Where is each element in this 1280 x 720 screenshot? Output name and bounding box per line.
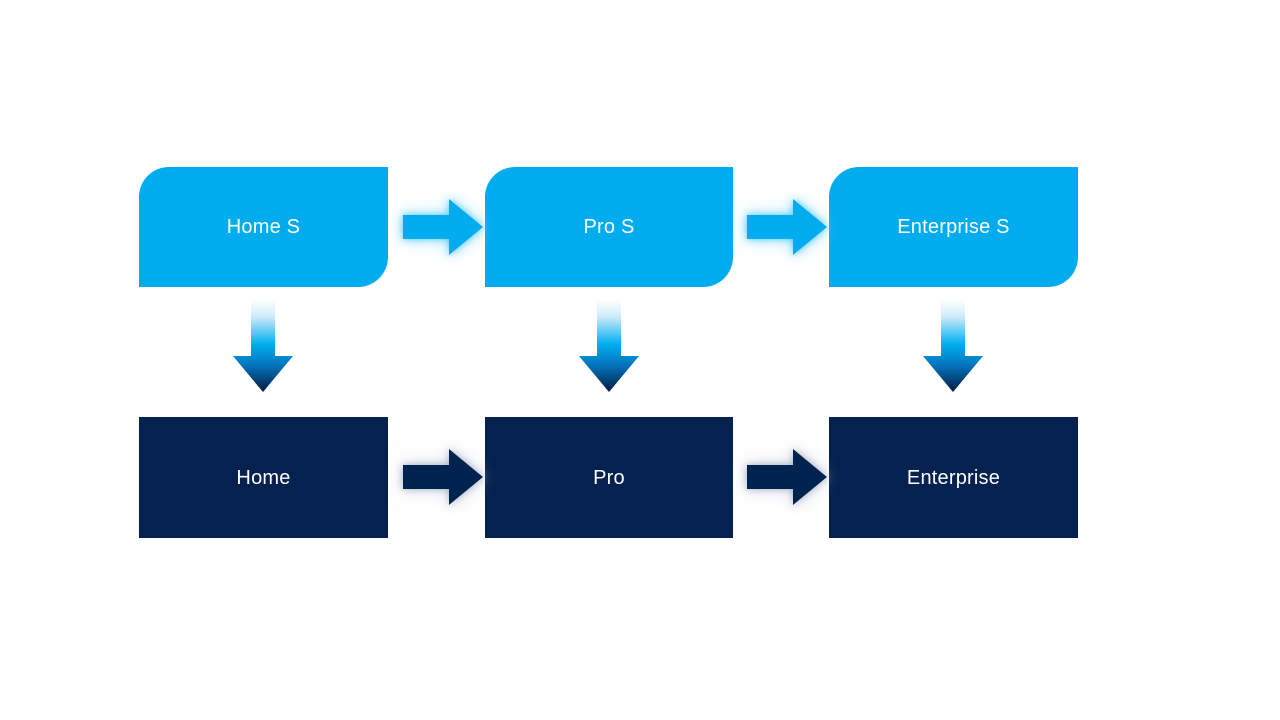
arrow-right-home-to-pro-icon xyxy=(403,446,483,508)
node-enterprise-label: Enterprise xyxy=(906,466,1001,489)
node-home-label: Home xyxy=(236,466,291,489)
node-pro-label: Pro xyxy=(593,466,625,489)
arrow-right-pro-to-enterprise-icon xyxy=(747,446,827,508)
arrow-down-pro-s-to-pro-icon xyxy=(578,300,640,392)
node-home-s-label: Home S xyxy=(226,216,301,238)
arrow-right-home-s-to-pro-s-icon xyxy=(403,196,483,258)
node-home-s[interactable]: Home S xyxy=(139,167,388,287)
arrow-down-home-s-to-home-icon xyxy=(232,300,294,392)
arrow-down-enterprise-s-to-enterprise-icon xyxy=(922,300,984,392)
node-enterprise[interactable]: Enterprise xyxy=(829,417,1078,538)
node-pro[interactable]: Pro xyxy=(485,417,733,538)
node-pro-s[interactable]: Pro S xyxy=(485,167,733,287)
arrow-right-pro-s-to-enterprise-s-icon xyxy=(747,196,827,258)
node-enterprise-s[interactable]: Enterprise S xyxy=(829,167,1078,287)
node-enterprise-s-label: Enterprise S xyxy=(897,216,1010,238)
node-pro-s-label: Pro S xyxy=(583,216,635,238)
node-home[interactable]: Home xyxy=(139,417,388,538)
